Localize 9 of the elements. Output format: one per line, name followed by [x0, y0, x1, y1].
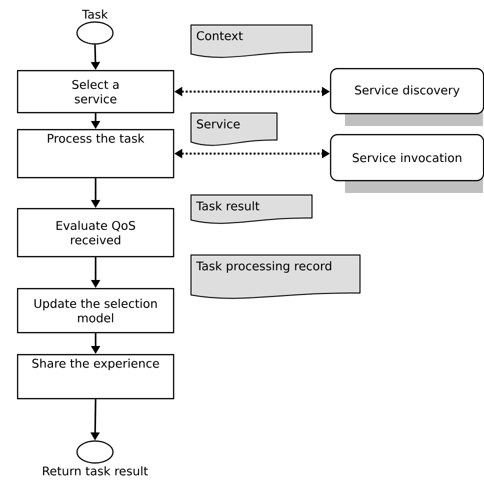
- service-box: Service invocation: [330, 134, 484, 193]
- process-box: Select a service: [17, 70, 174, 114]
- node-label: Return task result: [43, 466, 148, 476]
- node-label: Task: [82, 10, 108, 19]
- process-box: Share the experience: [17, 354, 174, 400]
- process-box: Update the selection model: [17, 288, 174, 334]
- service-box: Service discovery: [330, 68, 484, 126]
- process-box: Evaluate QoS received: [17, 208, 174, 258]
- process-box: Process the task: [17, 129, 174, 178]
